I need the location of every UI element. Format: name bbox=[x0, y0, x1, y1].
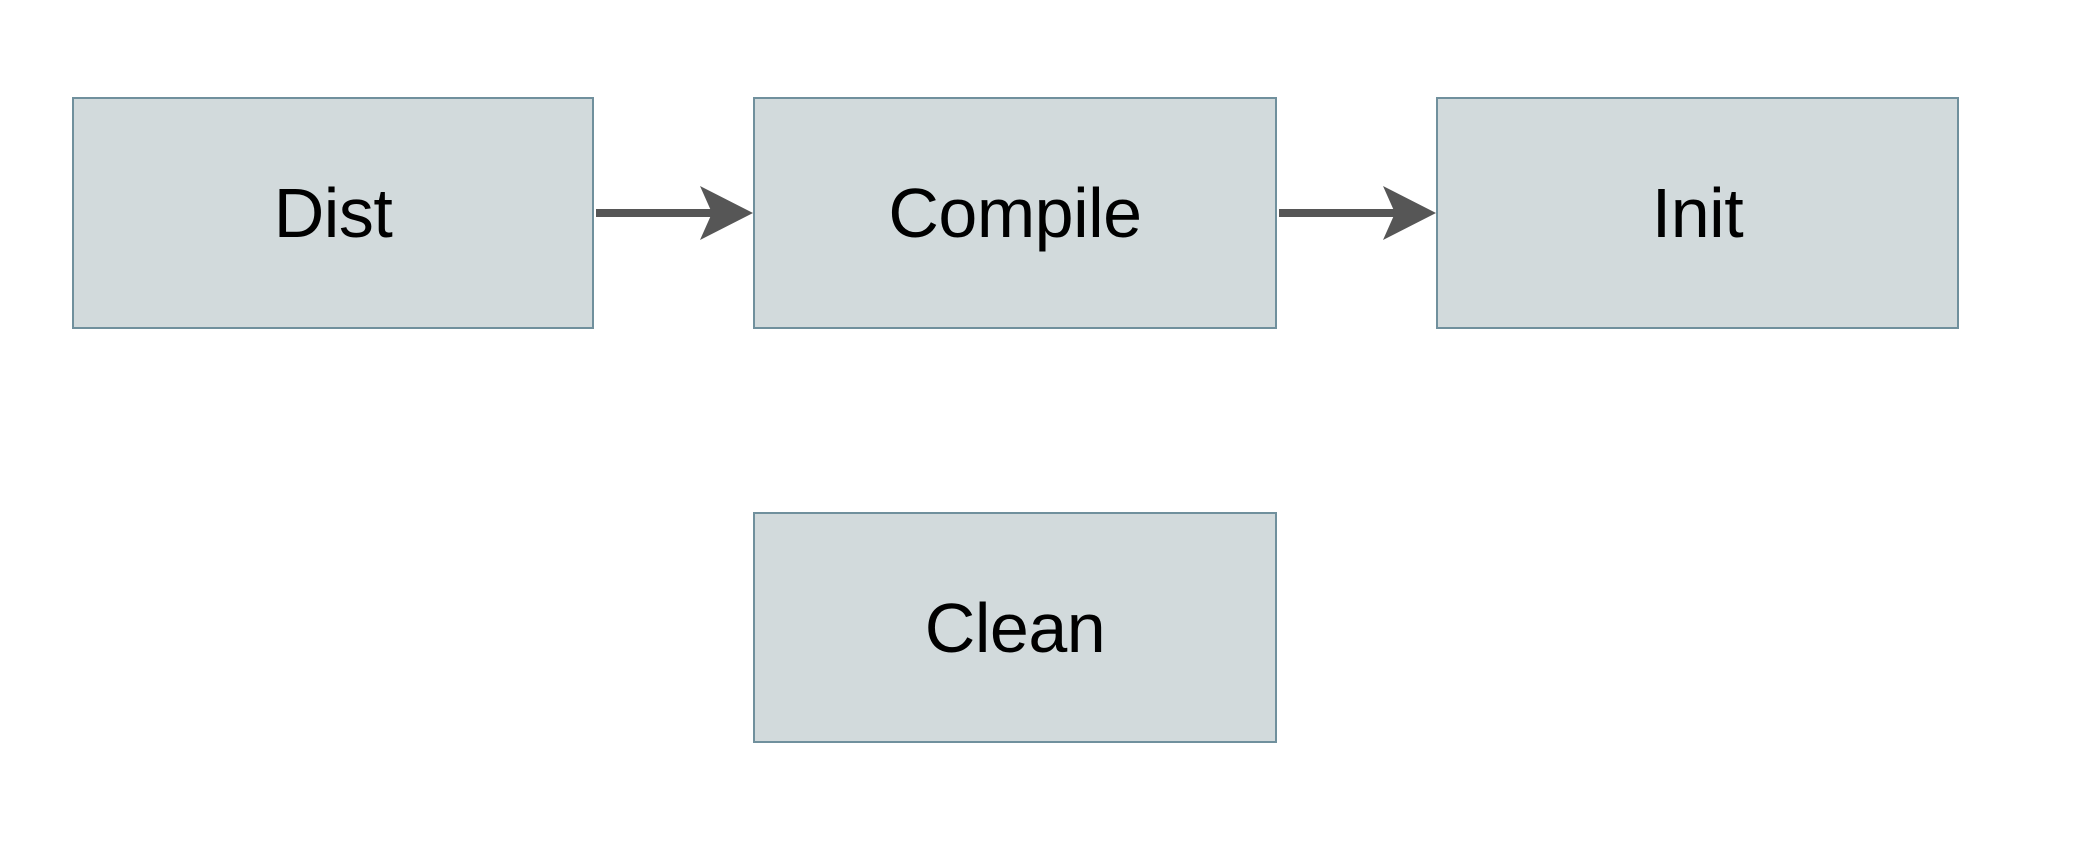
edge-compile-to-init[interactable] bbox=[1279, 186, 1436, 240]
node-dist[interactable]: Dist bbox=[72, 97, 594, 329]
node-label-dist: Dist bbox=[273, 174, 393, 252]
arrowhead-icon-compile-to-init bbox=[1383, 186, 1436, 240]
edge-dist-to-compile[interactable] bbox=[596, 186, 753, 240]
node-init[interactable]: Init bbox=[1436, 97, 1959, 329]
node-label-clean: Clean bbox=[924, 588, 1106, 667]
node-label-init: Init bbox=[1651, 174, 1744, 252]
arrowhead-icon-dist-to-compile bbox=[700, 186, 753, 240]
node-label-compile: Compile bbox=[888, 174, 1142, 252]
node-compile[interactable]: Compile bbox=[753, 97, 1277, 329]
node-clean[interactable]: Clean bbox=[753, 512, 1277, 743]
